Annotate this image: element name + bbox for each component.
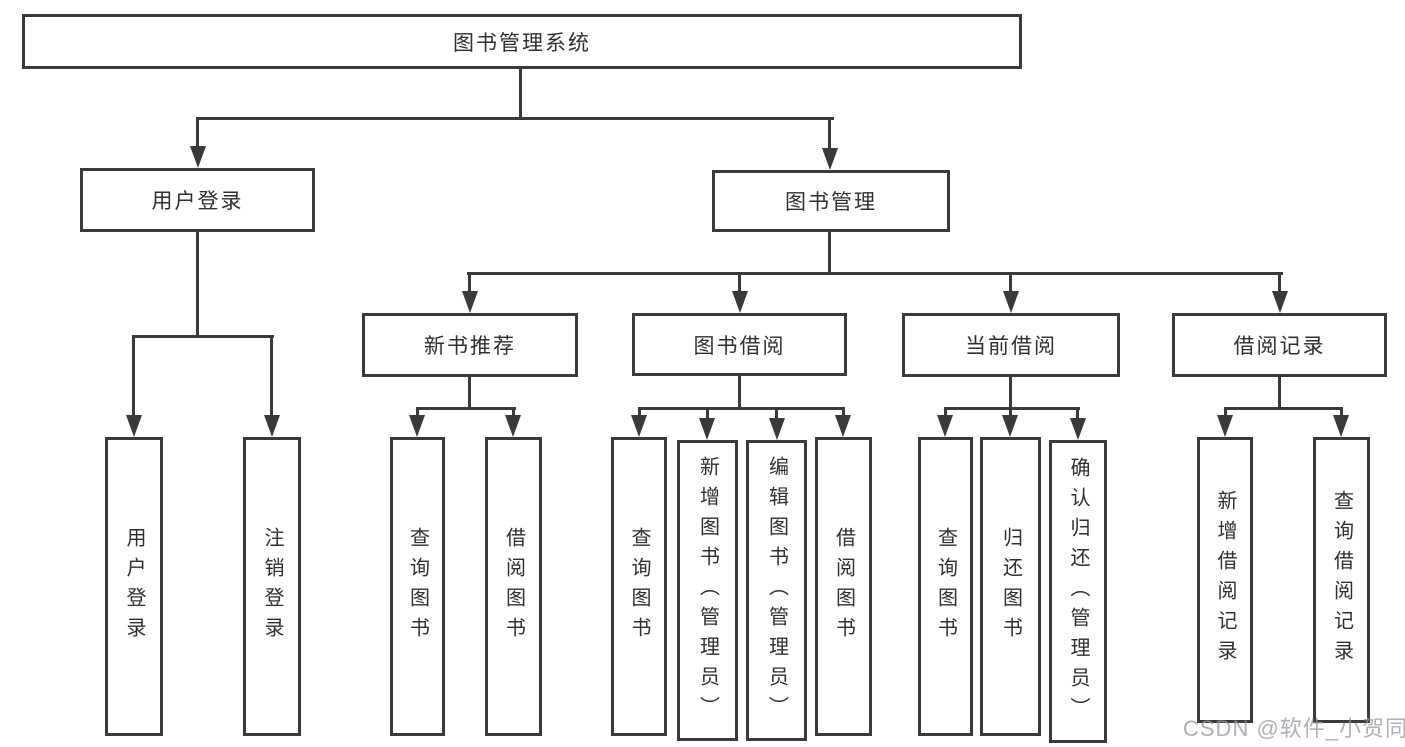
node-user-login: 用户登录 (80, 168, 315, 232)
connector-line (468, 377, 471, 410)
node-current-query: 查询图书 (918, 437, 973, 736)
node-current-confirm-return-admin-label: 确认归还（管理员） (1067, 456, 1089, 727)
arrowhead (1272, 291, 1288, 313)
arrowhead (126, 415, 142, 437)
node-book-borrow-label: 图书借阅 (693, 334, 786, 358)
connector-line (944, 407, 1080, 410)
connector-line (416, 407, 516, 410)
connector-line (638, 407, 845, 410)
connector-line (842, 407, 845, 420)
node-bookborrow-borrow-label: 借阅图书 (832, 526, 855, 647)
connector-line (1076, 407, 1079, 421)
node-book-management-label: 图书管理 (785, 191, 877, 214)
node-bookborrow-add-admin-label: 新增图书（管理员） (696, 455, 719, 726)
connector-line (512, 407, 515, 420)
node-logout-leaf: 注销登录 (243, 437, 301, 736)
arrowhead (1333, 415, 1349, 437)
connector-line (1340, 407, 1343, 420)
node-book-borrow: 图书借阅 (632, 313, 847, 376)
connector-line (1278, 272, 1281, 296)
node-user-login-leaf: 用户登录 (105, 437, 163, 736)
connector-line (468, 272, 471, 296)
node-newbook-borrow: 借阅图书 (485, 437, 542, 736)
connector-line (738, 272, 741, 296)
watermark: CSDN @软件_小贺同学 (1183, 716, 1405, 741)
arrowhead (1003, 291, 1019, 313)
node-bookborrow-query: 查询图书 (611, 437, 667, 736)
connector-line (132, 335, 135, 420)
node-current-borrow: 当前借阅 (902, 313, 1120, 377)
arrowhead (190, 146, 206, 168)
node-current-return-label: 归还图书 (999, 526, 1022, 647)
connector-line (416, 407, 419, 420)
node-current-query-label: 查询图书 (934, 526, 957, 647)
connector-line (1009, 272, 1012, 296)
arrowhead (822, 148, 838, 170)
connector-line (738, 376, 741, 410)
node-record-add: 新增借阅记录 (1197, 437, 1253, 723)
arrowhead (264, 415, 280, 437)
node-bookborrow-add-admin: 新增图书（管理员） (677, 440, 738, 741)
node-bookborrow-borrow: 借阅图书 (815, 437, 872, 736)
connector-line (638, 407, 641, 420)
connector-line (196, 117, 199, 151)
arrowhead (699, 418, 715, 440)
connector-line (132, 335, 274, 338)
connector-line (519, 68, 522, 119)
connector-line (1278, 377, 1281, 410)
node-record-query: 查询借阅记录 (1313, 437, 1370, 723)
arrowhead (462, 291, 478, 313)
node-bookborrow-edit-admin: 编辑图书（管理员） (746, 440, 807, 741)
node-bookborrow-edit-admin-label: 编辑图书（管理员） (765, 455, 788, 726)
arrowhead (409, 415, 425, 437)
connector-line (1009, 407, 1012, 420)
connector-line (828, 232, 831, 275)
node-user-login-label: 用户登录 (151, 190, 244, 213)
connector-line (196, 232, 199, 338)
node-current-borrow-label: 当前借阅 (965, 335, 1057, 358)
connector-line (197, 117, 834, 120)
arrowhead (631, 415, 647, 437)
node-newbook-query-label: 查询图书 (406, 526, 429, 647)
connector-line (944, 407, 947, 420)
arrowhead (769, 418, 785, 440)
arrowhead (732, 291, 748, 313)
connector-line (1009, 377, 1012, 410)
connector-line (1224, 407, 1343, 410)
connector-line (270, 335, 273, 420)
node-root-label: 图书管理系统 (453, 31, 591, 55)
arrowhead (937, 415, 953, 437)
arrowhead (1217, 415, 1233, 437)
node-newbook-query: 查询图书 (390, 437, 445, 736)
node-current-return: 归还图书 (980, 437, 1041, 736)
node-borrow-record-label: 借阅记录 (1233, 335, 1326, 358)
node-user-login-leaf-label: 用户登录 (123, 526, 145, 647)
node-borrow-record: 借阅记录 (1172, 313, 1387, 377)
node-record-query-label: 查询借阅记录 (1330, 490, 1353, 670)
node-book-management: 图书管理 (712, 170, 950, 232)
node-new-book-recommend: 新书推荐 (362, 313, 578, 377)
connector-line (706, 407, 709, 421)
arrowhead (835, 415, 851, 437)
node-bookborrow-query-label: 查询图书 (628, 526, 650, 647)
node-new-book-recommend-label: 新书推荐 (424, 335, 516, 358)
node-record-add-label: 新增借阅记录 (1214, 490, 1236, 670)
arrowhead (1070, 418, 1086, 440)
arrowhead (1002, 415, 1018, 437)
connector-line (828, 117, 831, 153)
connector-line (1224, 407, 1227, 420)
node-root: 图书管理系统 (22, 14, 1022, 69)
connector-line (467, 272, 1283, 275)
node-current-confirm-return-admin: 确认归还（管理员） (1049, 440, 1107, 743)
node-logout-leaf-label: 注销登录 (261, 526, 283, 647)
node-newbook-borrow-label: 借阅图书 (502, 526, 525, 647)
arrowhead (505, 415, 521, 437)
connector-line (775, 407, 778, 421)
